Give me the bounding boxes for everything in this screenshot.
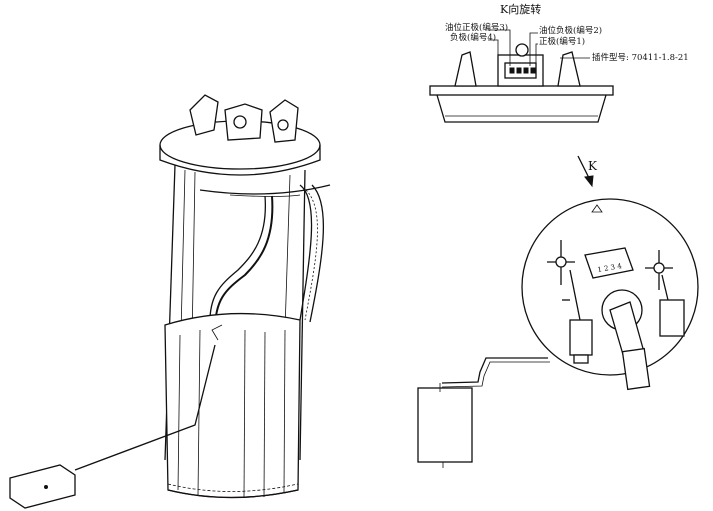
right-post bbox=[557, 51, 581, 87]
guide-rod-right bbox=[284, 174, 291, 331]
reservoir bbox=[164, 312, 301, 499]
float-top-view bbox=[417, 387, 473, 463]
label-fuel-gauge-pos: 油位正极(编号3) bbox=[445, 22, 508, 33]
left-terminal bbox=[547, 240, 593, 364]
view-title: K向旋转 bbox=[500, 2, 541, 16]
top-connectors bbox=[189, 94, 299, 143]
flange-plate bbox=[429, 85, 614, 96]
right-terminal bbox=[645, 250, 685, 337]
label-connector-model: 插件型号: 70411-1.8-21 bbox=[592, 52, 689, 63]
connector-top-view: 1 2 3 4 bbox=[584, 247, 634, 279]
body-right-edge bbox=[299, 169, 306, 461]
label-fuel-gauge-neg: 油位负极(编号2) bbox=[539, 25, 602, 36]
flange-top-view bbox=[521, 198, 699, 376]
corrugated-hose bbox=[299, 184, 325, 323]
flange-side-view: K向旋转 油位正极(编号3) 负极(编号4) 油位负极(编号2) 正极(编号 bbox=[429, 2, 689, 123]
k-view: K 1 2 3 4 bbox=[417, 155, 699, 468]
float-arm bbox=[74, 344, 216, 471]
float bbox=[9, 464, 76, 509]
arm-pivot bbox=[601, 289, 651, 391]
collar-ring bbox=[199, 184, 331, 195]
flange-rim bbox=[159, 145, 321, 176]
float-arm-top-view bbox=[441, 357, 548, 384]
label-pos: 正极(编号1) bbox=[539, 36, 585, 47]
connector-latch bbox=[515, 43, 529, 57]
orientation-triangle bbox=[591, 204, 603, 213]
left-post bbox=[454, 51, 477, 87]
view-arrow-label: K bbox=[588, 159, 598, 173]
fuel-line bbox=[214, 195, 274, 331]
connector-pins bbox=[509, 67, 536, 74]
leader-lines bbox=[488, 29, 590, 66]
label-neg: 负极(编号4) bbox=[450, 32, 496, 43]
pump-module-isometric bbox=[9, 94, 331, 509]
flange-base bbox=[436, 94, 607, 123]
